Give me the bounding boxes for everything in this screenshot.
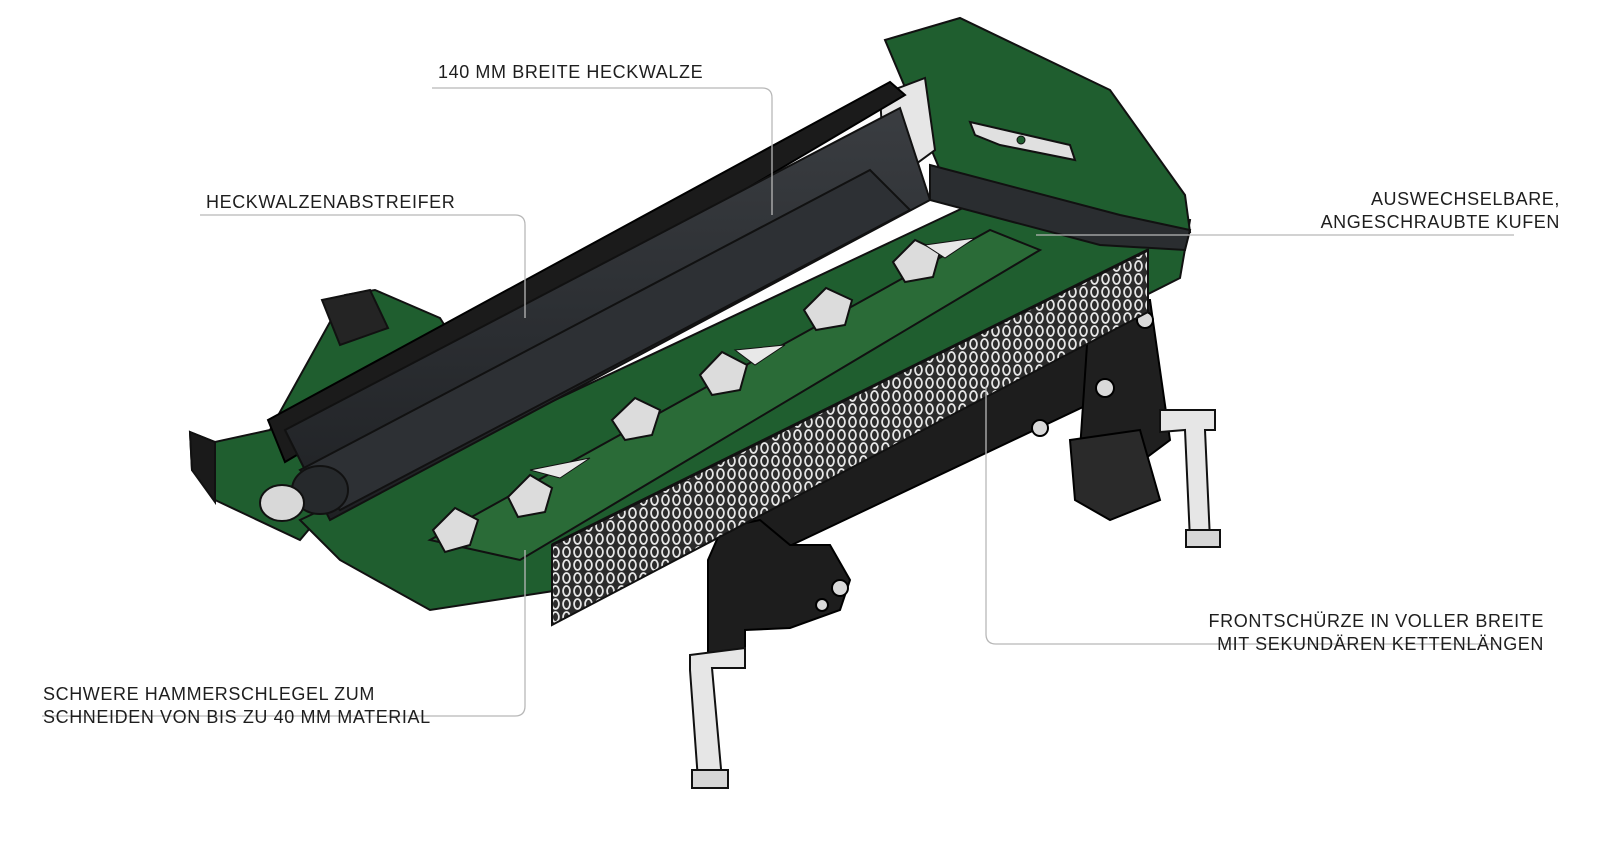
hammer-flails [431,237,976,554]
leader-front-apron [985,387,1497,645]
leader-rear-roller [432,87,773,215]
lower-bracket [707,518,852,666]
callout-front-apron-line1: FRONTSCHÜRZE IN VOLLER BREITE [1208,611,1544,631]
callout-skids-line2: ANGESCHRAUBTE KUFEN [1320,212,1560,232]
callout-hammer-flails: SCHWERE HAMMERSCHLEGEL ZUM SCHNEIDEN VON… [43,683,431,729]
callout-rear-roller: 140 MM BREITE HECKWALZE [438,61,703,84]
leader-hammer-flails [42,550,526,717]
rotor-strip [427,228,1043,562]
leader-lines [42,87,1514,717]
callout-roller-scraper: HECKWALZENABSTREIFER [206,191,455,214]
callout-front-apron: FRONTSCHÜRZE IN VOLLER BREITE MIT SEKUND… [1209,610,1544,656]
callout-hammer-flails-line1: SCHWERE HAMMERSCHLEGEL ZUM [43,684,375,704]
callout-roller-scraper-line1: HECKWALZENABSTREIFER [206,192,456,212]
flail-1 [431,506,480,554]
rear-roller [259,168,912,522]
callout-skids: AUSWECHSELBARE, ANGESCHRAUBTE KUFEN [1321,188,1560,234]
parking-leg-right [1159,409,1221,548]
flail-5 [802,286,854,332]
parking-leg-left [689,646,746,789]
callout-rear-roller-line1: 140 MM BREITE HECKWALZE [438,62,704,82]
support-arm [718,299,1172,561]
callout-front-apron-line2: MIT SEKUNDÄREN KETTENLÄNGEN [1217,634,1544,654]
leader-roller-scraper [200,214,526,318]
callout-skids-line1: AUSWECHSELBARE, [1370,189,1560,209]
flail-4 [698,350,749,397]
front-chain-apron [551,248,1149,627]
flail-2 [506,473,554,519]
flail-3 [610,396,662,442]
callout-hammer-flails-line2: SCHNEIDEN VON BIS ZU 40 MM MATERIAL [43,707,431,727]
flail-6 [891,238,942,284]
